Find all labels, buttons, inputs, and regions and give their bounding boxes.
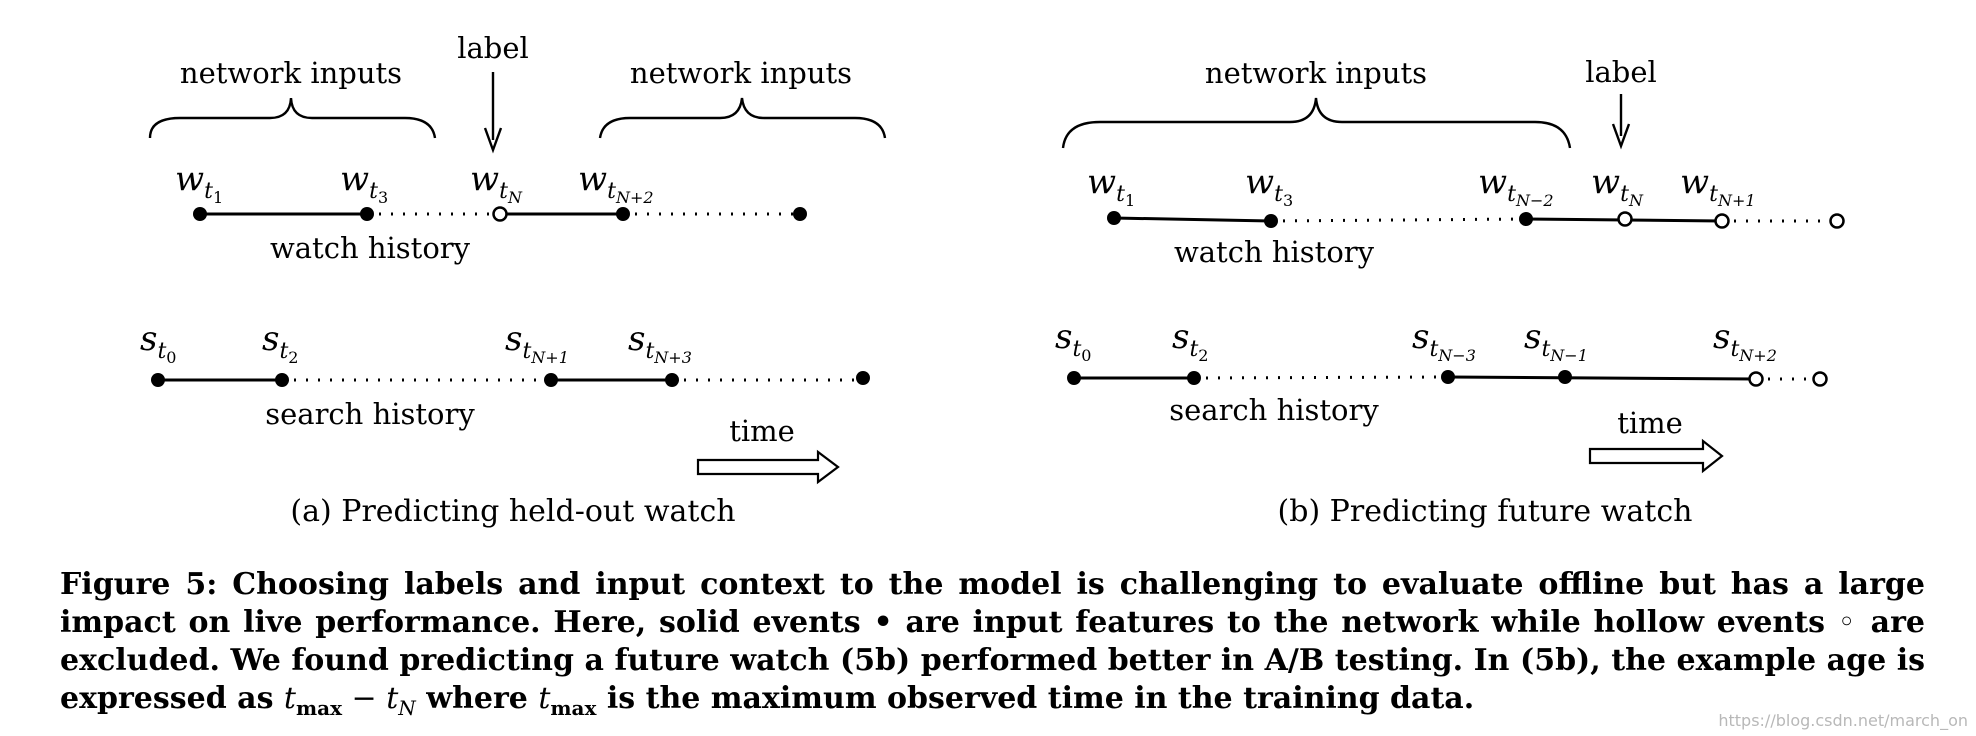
search-history-label: search history — [1169, 393, 1379, 427]
search-event-solid — [544, 373, 558, 387]
watch-token: wt1 — [175, 159, 223, 207]
watch-event-solid — [1264, 214, 1278, 228]
time-label: time — [729, 414, 795, 448]
watch-token: wtN−2 — [1478, 162, 1554, 210]
search-token: stN−1 — [1524, 317, 1588, 365]
search-token: st2 — [262, 319, 298, 367]
label-arrow-head — [483, 127, 503, 154]
math-subscript: max — [295, 696, 343, 720]
time-label: time — [1617, 406, 1683, 440]
watch-event-hollow — [492, 206, 508, 222]
watch-event-hollow — [1829, 213, 1845, 229]
search-event-solid — [275, 373, 289, 387]
math-subscript: N — [398, 696, 416, 720]
search-event-solid — [151, 373, 165, 387]
brace — [1061, 97, 1572, 149]
watch-history-label: watch history — [1174, 235, 1375, 269]
search-dotted-1 — [1193, 375, 1449, 380]
caption-text: is the maximum observed time in the trai… — [596, 681, 1475, 716]
search-event-hollow — [1812, 371, 1828, 387]
watch-event-hollow — [1714, 213, 1730, 229]
solid-event-symbol: • — [873, 605, 893, 640]
watch-event-solid — [193, 207, 207, 221]
math-t: t — [538, 681, 551, 716]
caption-text: where — [415, 681, 539, 716]
watch-token: wtN+1 — [1680, 162, 1756, 210]
network-inputs-label-left: network inputs — [180, 56, 402, 90]
panel-b: network inputs label wt1 wt3 wtN−2 wtN w… — [1055, 55, 1845, 529]
search-token: stN+2 — [1713, 317, 1777, 365]
caption-text: Figure 5: Choosing labels and input cont… — [60, 567, 1925, 640]
search-token: st2 — [1172, 317, 1208, 365]
search-segment-2 — [1447, 375, 1757, 381]
watch-event-solid — [1107, 211, 1121, 225]
watch-event-hollow — [1617, 211, 1633, 227]
network-inputs-label-right: network inputs — [630, 56, 852, 90]
time-arrow — [696, 449, 840, 485]
math-t: t — [283, 681, 296, 716]
search-event-solid — [1441, 370, 1455, 384]
watch-token: wtN — [1591, 162, 1644, 210]
panel-a: network inputs label network inputs wt1 … — [140, 31, 887, 529]
search-event-solid — [1558, 370, 1572, 384]
watch-token: wt1 — [1087, 162, 1135, 210]
watch-dotted — [1270, 217, 1527, 223]
search-token: stN+3 — [628, 319, 692, 367]
subcaption-a: (a) Predicting held-out watch — [290, 494, 735, 529]
brace-left — [148, 97, 437, 139]
search-event-solid — [665, 373, 679, 387]
caption-text: are input features to the network while … — [892, 605, 1838, 640]
watch-token: wt3 — [1245, 162, 1293, 210]
search-token: st0 — [140, 319, 176, 367]
math-subscript: max — [550, 696, 597, 720]
search-token: stN+1 — [505, 319, 569, 367]
watch-token: wtN — [470, 159, 523, 207]
label-label: label — [1585, 55, 1657, 89]
watch-token: wtN+2 — [578, 159, 654, 207]
math-t: t — [386, 681, 399, 716]
math-operator: − — [342, 681, 387, 716]
network-inputs-label: network inputs — [1205, 56, 1427, 90]
search-event-hollow — [1748, 371, 1764, 387]
search-event-solid — [1187, 371, 1201, 385]
hollow-event-symbol: ◦ — [1837, 605, 1858, 640]
search-token: stN−3 — [1412, 317, 1476, 365]
figure-5-diagram: network inputs label network inputs wt1 … — [140, 31, 1845, 529]
subcaption-b: (b) Predicting future watch — [1278, 494, 1693, 529]
watch-segment-1 — [1113, 216, 1272, 223]
watch-token: wt3 — [340, 159, 388, 207]
figure-caption: Figure 5: Choosing labels and input cont… — [60, 566, 1925, 727]
label-label: label — [457, 31, 529, 65]
search-token: st0 — [1055, 317, 1091, 365]
label-arrow-head — [1611, 123, 1631, 150]
time-arrow — [1588, 438, 1724, 474]
watch-event-solid — [360, 207, 374, 221]
watch-history-label: watch history — [270, 231, 471, 265]
search-history-label: search history — [265, 397, 475, 431]
watermark-url: https://blog.csdn.net/march_on — [1718, 711, 1968, 730]
watch-event-solid — [1519, 212, 1533, 226]
watch-event-solid — [793, 207, 807, 221]
watch-event-solid — [616, 207, 630, 221]
search-event-solid — [1067, 371, 1081, 385]
search-event-solid — [856, 371, 870, 385]
brace-right — [598, 97, 887, 139]
caption-text: are excluded. We found predicting a futu… — [60, 605, 1926, 716]
